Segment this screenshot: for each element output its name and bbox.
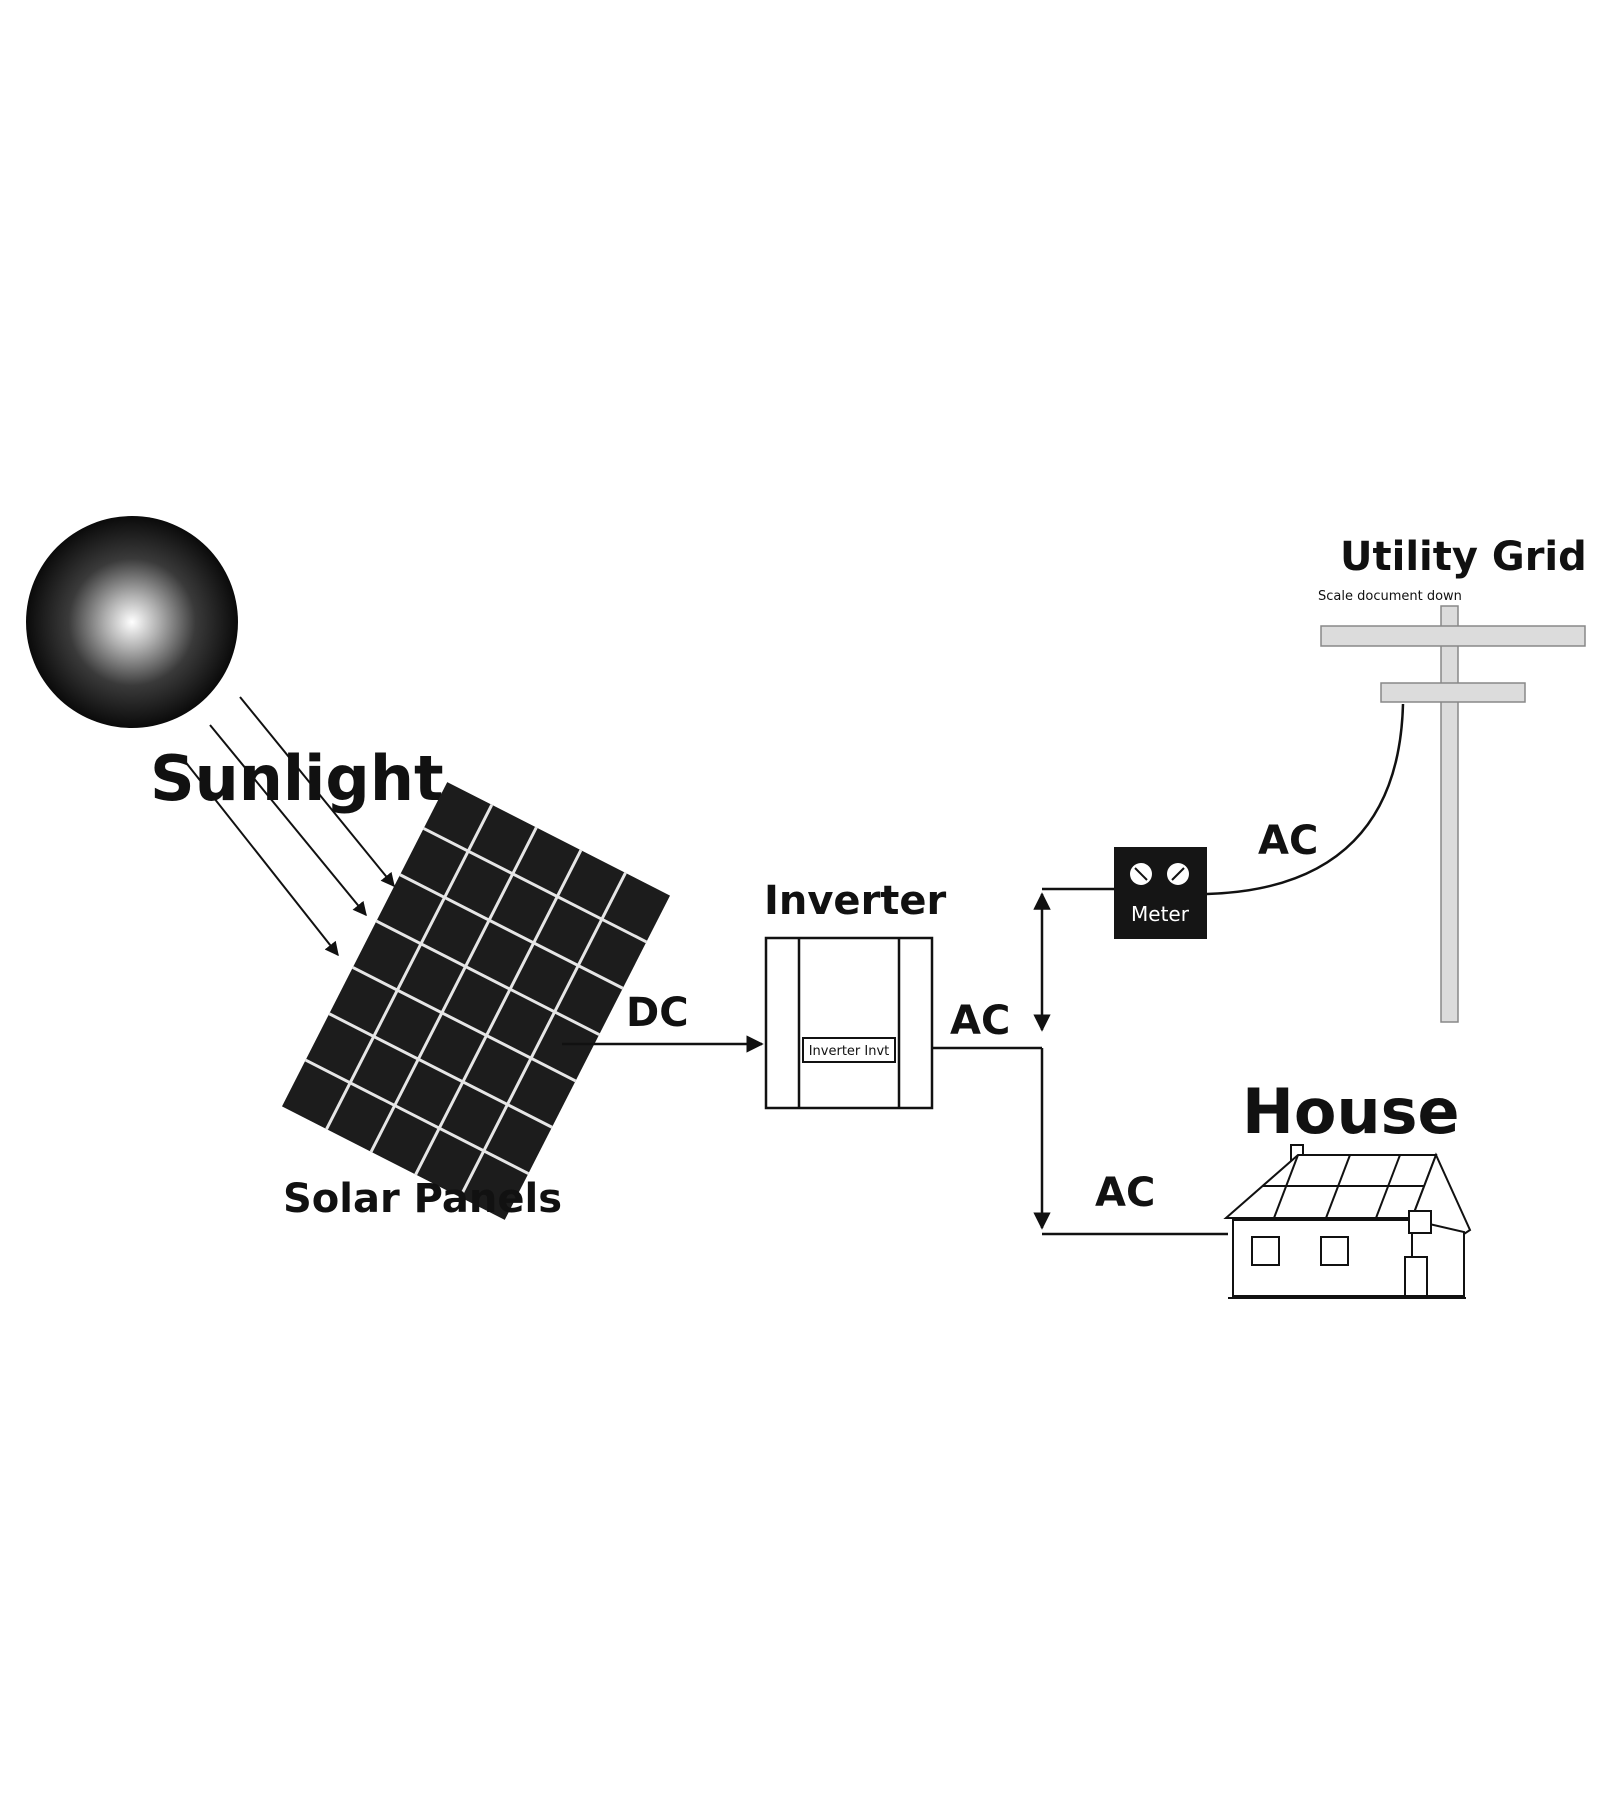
inverter-box-label: Inverter Invt [809, 1044, 890, 1059]
utility-pole-icon [1320, 605, 1586, 1023]
sun-icon [26, 516, 238, 728]
meter-icon [1114, 847, 1207, 939]
utility-grid-label: Utility Grid [1340, 534, 1587, 580]
inverter-icon [764, 936, 934, 1110]
grid-cable [1206, 703, 1405, 896]
house-label: House [1242, 1075, 1460, 1148]
ac-grid-label: AC [1258, 818, 1318, 864]
solar-panel-icon [281, 782, 671, 1220]
inverter-label: Inverter [764, 878, 947, 924]
house-icon [1223, 1144, 1472, 1299]
grid-note-label: Scale document down [1318, 589, 1462, 604]
ac-house-label: AC [1095, 1170, 1155, 1216]
solar-panels-label: Solar Panels [283, 1176, 562, 1222]
dc-label: DC [626, 990, 689, 1036]
sunlight-label: Sunlight [150, 742, 444, 815]
ac-inverter-label: AC [950, 998, 1010, 1044]
sunlight-rays [179, 696, 395, 957]
meter-label: Meter [1131, 902, 1190, 926]
